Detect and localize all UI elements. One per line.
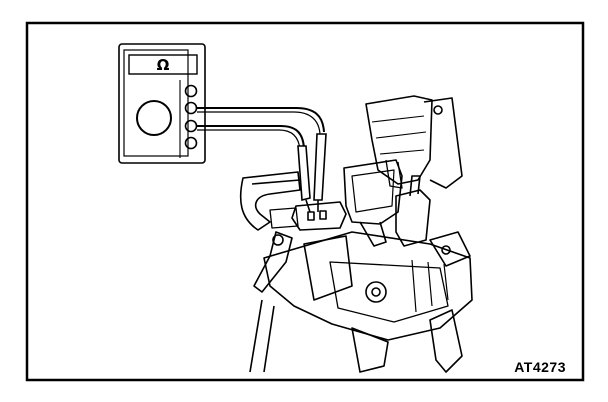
throttle-bore — [329, 261, 449, 323]
sensor-connector — [291, 201, 347, 231]
throttle-lever — [253, 231, 293, 293]
connector-pin-b — [319, 210, 327, 220]
duct-support — [423, 97, 463, 189]
ohmmeter-display — [128, 54, 198, 75]
throttle-body-flange — [303, 235, 353, 301]
right-fitting-bolt — [441, 245, 451, 255]
lever-pivot — [272, 234, 284, 246]
connector-clip — [269, 207, 299, 229]
right-fitting — [429, 231, 471, 267]
probe-left — [297, 145, 311, 202]
connector-pin-a — [307, 211, 315, 221]
air-duct — [365, 95, 433, 185]
figure-frame — [25, 21, 585, 382]
lower-left-pipe — [249, 299, 275, 373]
lower-right-pipe — [429, 309, 463, 373]
test-lead-upper — [197, 107, 325, 133]
ohmmeter-terminal-4 — [184, 136, 198, 150]
test-probes — [297, 133, 327, 213]
air-duct-ribs — [371, 115, 427, 155]
figure-code: AT4273 — [514, 359, 566, 375]
test-lead-lower — [197, 125, 305, 149]
ohmmeter-symbol: Ω — [157, 56, 170, 74]
duct-hose — [385, 159, 403, 189]
throttle-shaft — [371, 287, 381, 297]
probe-right — [313, 133, 327, 201]
ohmmeter-dial — [136, 100, 172, 136]
test-lead-upper-inner — [197, 111, 321, 135]
probe-left-tip — [305, 199, 311, 213]
ohmmeter-terminal-3 — [184, 119, 198, 133]
test-lead-lower-inner — [197, 129, 301, 151]
ohmmeter-terminal-1 — [184, 84, 198, 98]
throttle-shaft-boss — [365, 281, 387, 303]
ohmmeter — [118, 43, 206, 164]
lower-pipe — [351, 327, 389, 373]
ohmmeter-terminal-2 — [184, 101, 198, 115]
hose — [239, 171, 301, 231]
ohmmeter-body — [118, 43, 206, 164]
throttle-ribs — [411, 259, 449, 313]
throttle-body-assembly — [239, 95, 473, 373]
duct-bolt — [433, 105, 443, 115]
valve-stem — [409, 175, 421, 197]
test-leads — [197, 107, 325, 151]
sensor-housing — [343, 159, 403, 225]
valve-body — [395, 189, 431, 247]
hose-band — [251, 179, 301, 185]
throttle-body — [263, 231, 473, 341]
